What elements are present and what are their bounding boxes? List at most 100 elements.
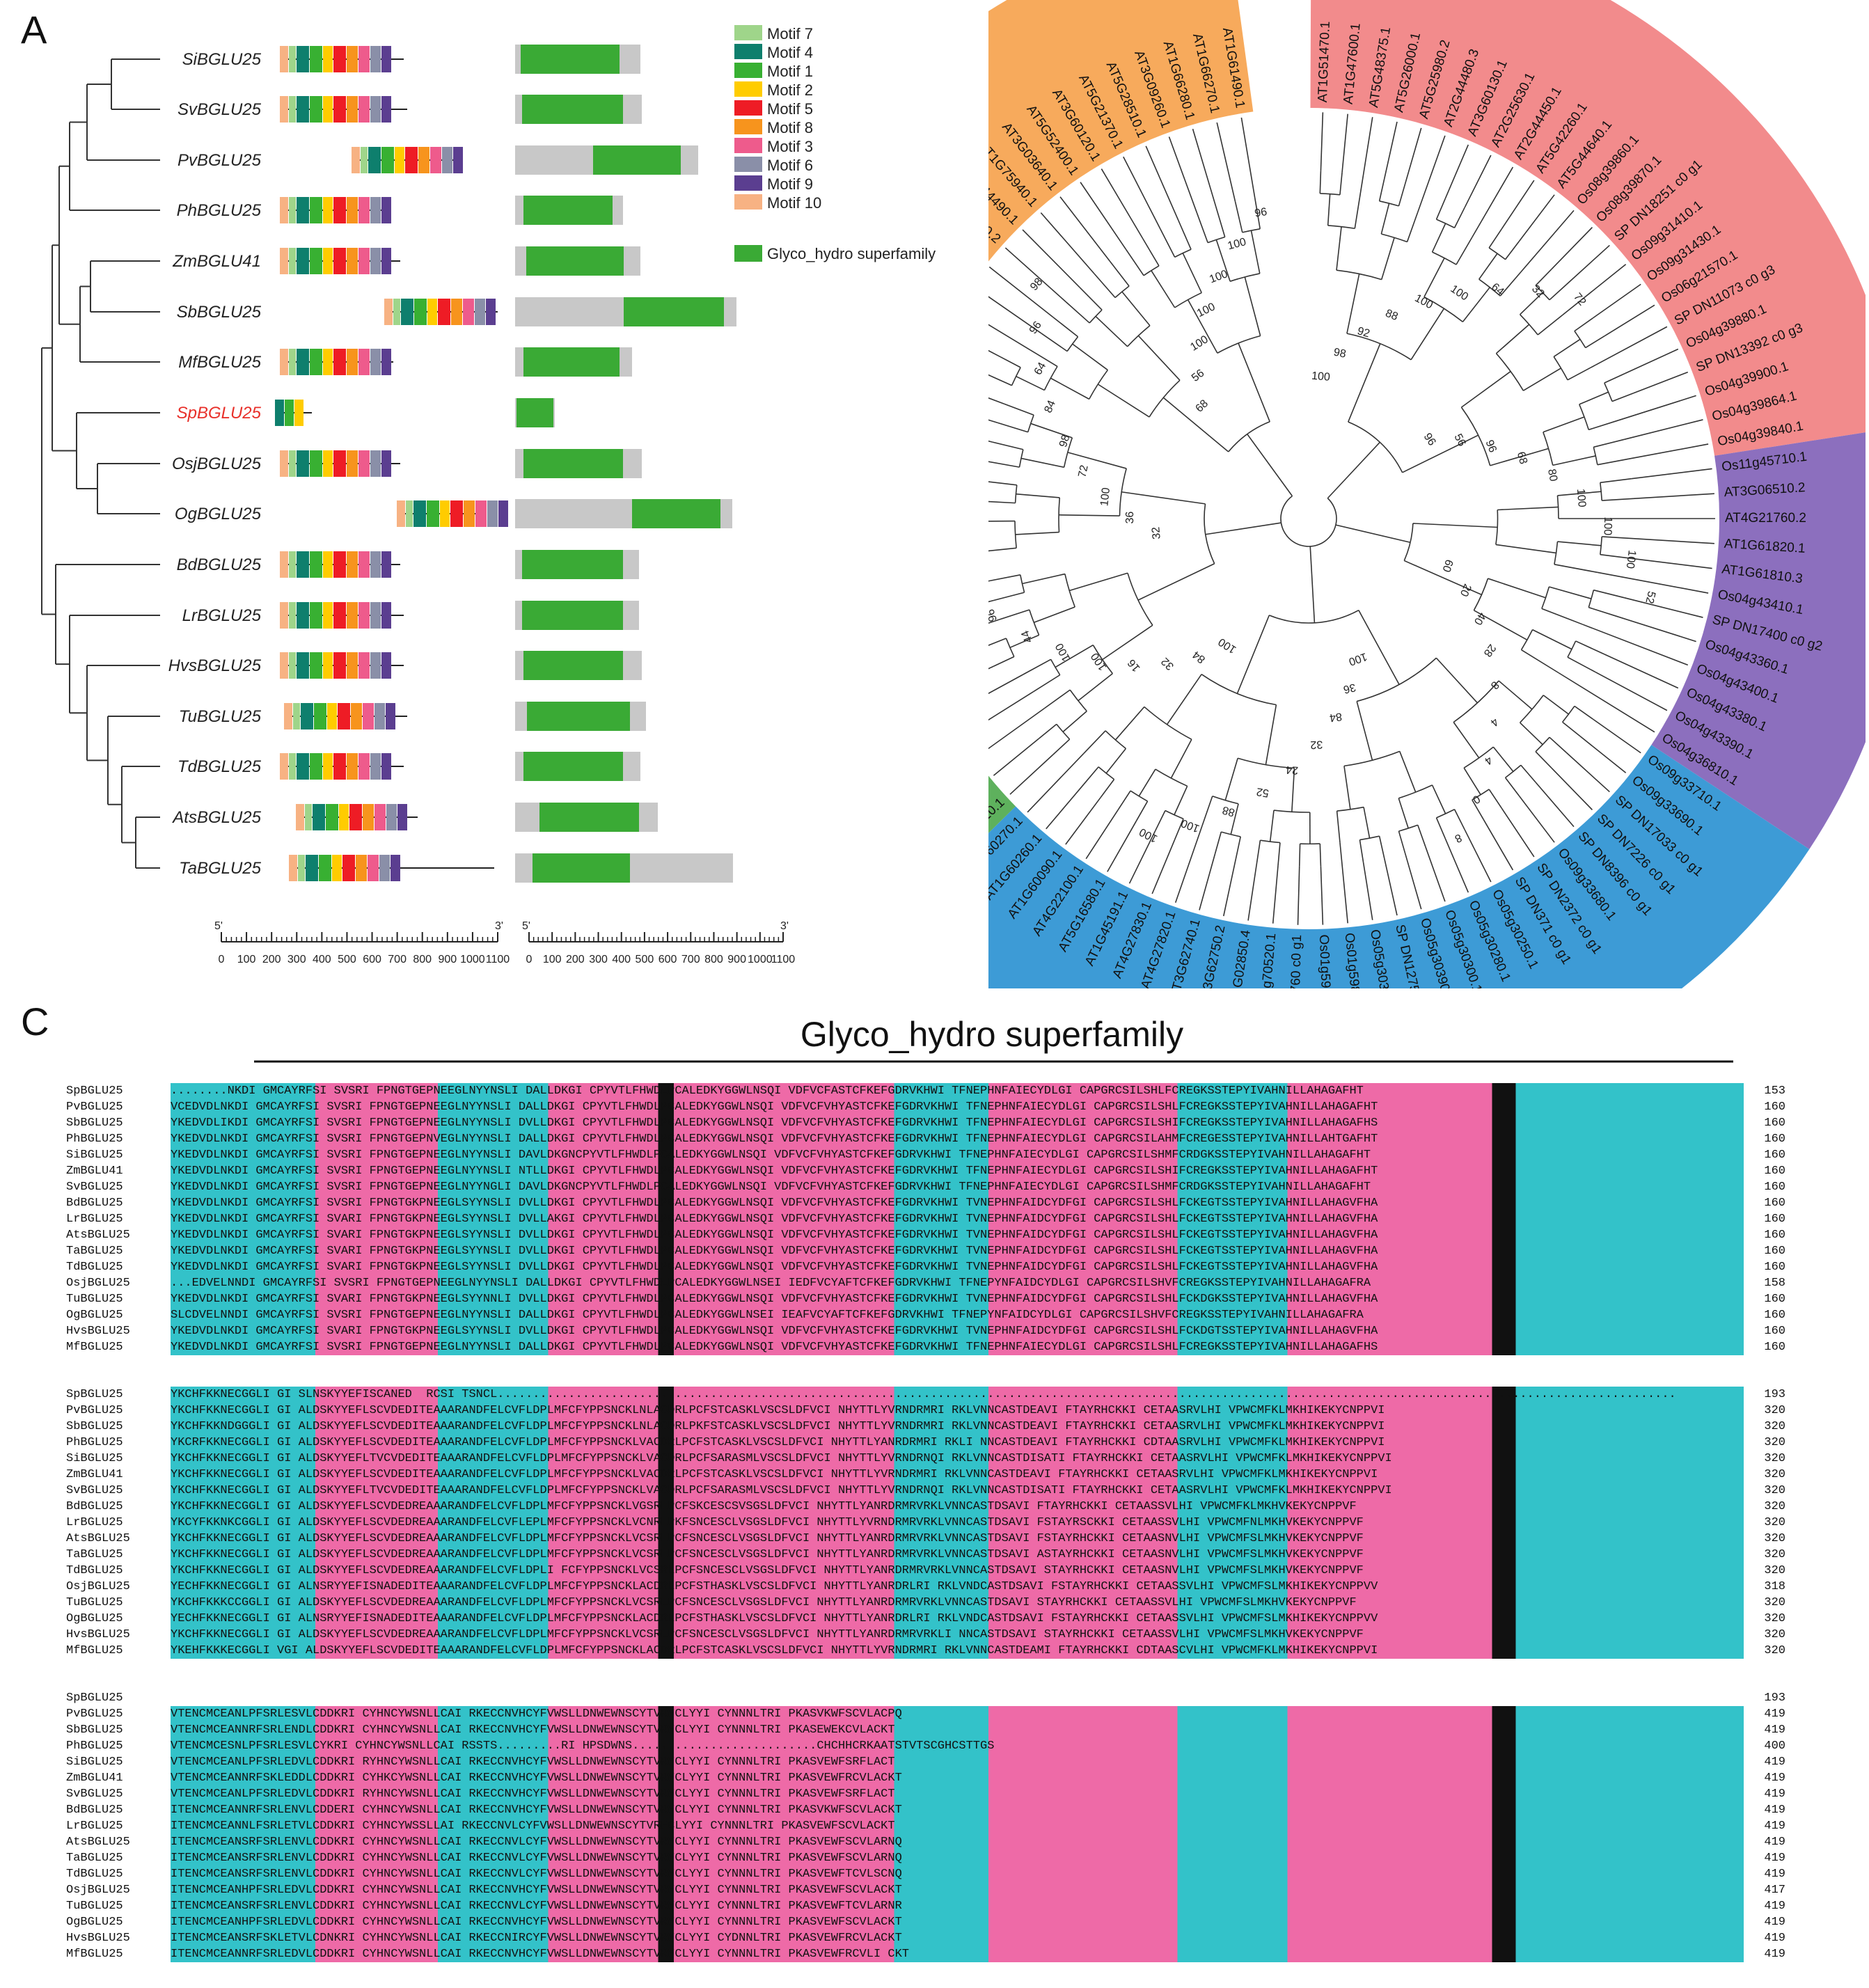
glyco-hydro-domain: [593, 145, 681, 175]
motif-box: [405, 147, 418, 173]
tree-branch: [1016, 375, 1045, 391]
legend-swatch: [734, 175, 762, 191]
motif-box: [347, 602, 358, 629]
gene-name-label: MfBGLU25: [178, 353, 261, 372]
tree-branch: [1604, 304, 1655, 337]
motif-box: [280, 551, 288, 578]
tree-branch: [1170, 739, 1192, 779]
tree-branch: [1029, 609, 1040, 636]
tree-branch: [1453, 680, 1499, 723]
tree-branch: [1269, 609, 1359, 624]
motif-box: [427, 299, 437, 325]
legend-swatch: [734, 119, 762, 134]
tree-branch: [1100, 779, 1115, 798]
bootstrap-value: 16: [1126, 656, 1143, 674]
sequence-end-position: 193: [1764, 1691, 1785, 1705]
sequence-residues: ...EDVELNNDI GMCAYRFSI SVSRI FPNGTGEPNEE…: [171, 1275, 1744, 1291]
tree-branch: [1618, 395, 1696, 421]
scale-tick-label: 200: [262, 954, 281, 965]
tree-branch: [1067, 452, 1127, 469]
bootstrap-value: 4: [1488, 716, 1501, 729]
tree-branch: [1456, 237, 1473, 265]
tree-branch: [1004, 403, 1034, 416]
motif-box: [326, 804, 338, 830]
tree-branch: [1335, 524, 1411, 544]
motif-box: [361, 147, 368, 173]
bootstrap-value: 98: [1332, 347, 1347, 361]
tree-branch: [1065, 301, 1090, 324]
glyco-hydro-domain: [522, 550, 623, 579]
gene-name-label: BdBGLU25: [177, 555, 262, 574]
clade-sector: [988, 0, 1254, 262]
sequence-name: BdBGLU25: [66, 1500, 123, 1513]
sequence-residues: YKEDVDLNKDI GMCAYRFSI SVSRI FPNGTGEPNEEG…: [171, 1179, 1744, 1195]
tree-branch: [1320, 193, 1341, 196]
bootstrap-value: 100: [1449, 283, 1471, 303]
tree-branch: [1149, 379, 1181, 418]
tree-branch: [1498, 680, 1533, 710]
bootstrap-value: 28: [1481, 642, 1498, 658]
tree-branch: [1602, 536, 1634, 539]
motif-box: [289, 248, 296, 274]
sequence-residues: ITENCMCEANHPFSRLEDVLCDDKRI CYHNCYWSNLLCA…: [171, 1882, 1744, 1898]
motif-box: [418, 147, 429, 173]
bootstrap-value: 100: [1208, 268, 1229, 285]
sequence-end-position: 417: [1764, 1884, 1785, 1897]
sequence-end-position: 419: [1764, 1804, 1785, 1817]
sequence-end-position: 320: [1764, 1484, 1785, 1497]
tree-branch: [1080, 182, 1127, 250]
motif-box: [349, 804, 362, 830]
tree-branch: [1551, 227, 1593, 270]
tree-branch: [1549, 586, 1592, 599]
sequence-end-position: 160: [1764, 1100, 1785, 1114]
motif-box: [413, 500, 426, 527]
tree-branch: [1199, 853, 1216, 910]
tree-branch: [1097, 384, 1150, 418]
sequence-name: HvsBGLU25: [66, 1628, 130, 1641]
tree-branch: [1521, 649, 1559, 674]
glyco-hydro-domain: [539, 803, 639, 832]
tree-branch: [1168, 136, 1198, 214]
tree-branch: [1336, 810, 1341, 843]
sequence-name: OsjBGLU25: [66, 1277, 130, 1290]
tree-branch: [1291, 768, 1295, 812]
sequence-residues: YKCHFKKNECGGLI GI ALDSKYYEFLSCVDEDITEAAA…: [171, 1467, 1744, 1483]
tree-branch: [1478, 278, 1501, 297]
motif-box: [275, 400, 284, 426]
tree-branch: [1532, 629, 1572, 650]
tree-branch: [1095, 315, 1128, 347]
tree-branch: [1174, 248, 1192, 258]
bootstrap-value: 20: [1458, 582, 1474, 598]
motif-box: [342, 855, 355, 881]
motif-box: [347, 652, 358, 679]
tree-branch: [1495, 544, 1556, 554]
tree-branch: [999, 609, 1030, 620]
bootstrap-value: 100: [1413, 292, 1435, 312]
motif-box: [323, 652, 333, 679]
motif-box: [338, 703, 350, 729]
motif-box: [289, 349, 296, 375]
scale-five-prime: 5': [522, 920, 530, 932]
sequence-end-position: 320: [1764, 1548, 1785, 1561]
motif-box: [347, 46, 358, 72]
glyco-hydro-domain: [526, 246, 624, 276]
bootstrap-value: 100: [1053, 641, 1073, 663]
sequence-residues: ITENCMCEANHPFSRLEDVLCDDKRI CYHNCYWSNLLCA…: [171, 1914, 1744, 1930]
motif-box: [347, 753, 358, 780]
sequence-end-position: 158: [1764, 1277, 1785, 1290]
tree-branch: [1492, 746, 1514, 772]
tree-branch: [1520, 764, 1536, 783]
tree-branch: [1519, 314, 1538, 336]
scale-tick-label: 400: [612, 954, 631, 965]
gene-name-label: TuBGLU25: [179, 707, 262, 726]
bootstrap-value: 96: [1483, 439, 1498, 455]
sequence-name: OsjBGLU25: [66, 1580, 130, 1593]
motif-box: [297, 450, 309, 477]
tree-branch: [1593, 718, 1641, 754]
